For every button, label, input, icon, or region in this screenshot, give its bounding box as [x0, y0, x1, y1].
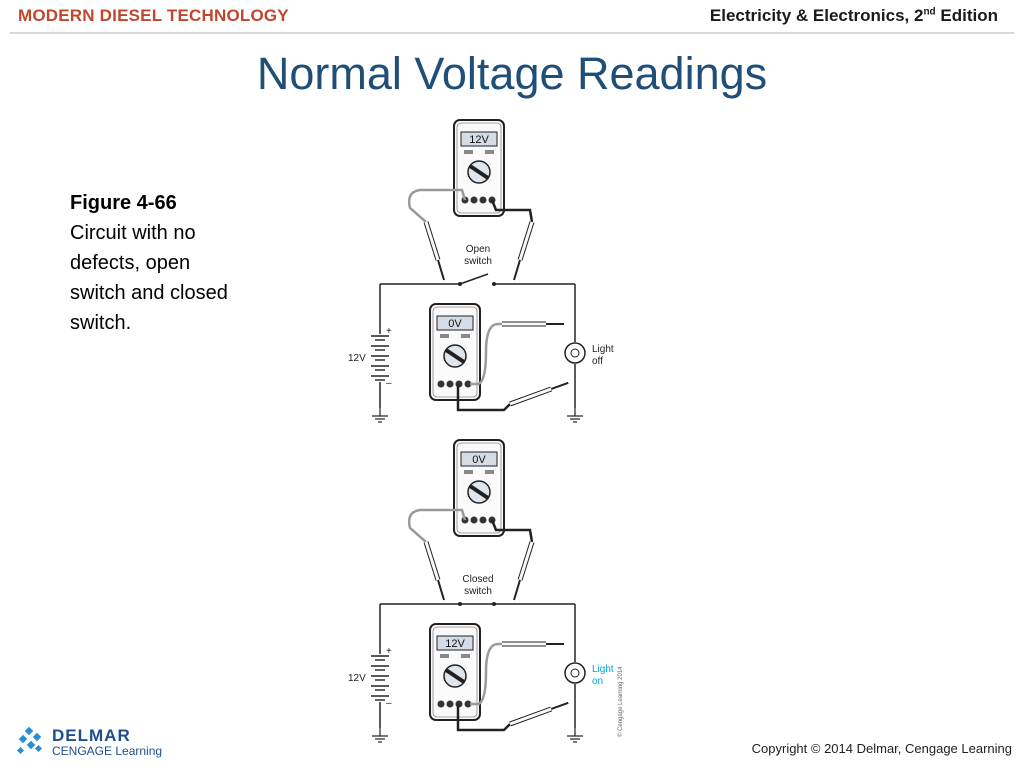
header-book-title: Electricity & Electronics, 2nd Edition: [710, 6, 998, 26]
upper-meter-bottom-reading: 0V: [472, 454, 486, 466]
switch-label-top-1: Open: [466, 244, 490, 255]
light-label-top-1: Light: [592, 344, 614, 355]
book-title-suffix: Edition: [935, 6, 998, 25]
book-title-main: Electricity & Electronics, 2: [709, 6, 924, 25]
header-publisher-title: MODERN DIESEL TECHNOLOGY: [18, 6, 289, 25]
figure-description: Circuit with no defects, open switch and…: [70, 222, 228, 334]
header-divider: [10, 32, 1014, 34]
switch-label-bottom-2: switch: [464, 586, 492, 597]
lower-meter-bottom: 12V: [428, 622, 482, 722]
logo-squares-icon: [16, 726, 43, 755]
upper-meter-bottom: 0V: [452, 438, 506, 538]
slide-title: Normal Voltage Readings: [256, 48, 768, 99]
logo-subtitle: CENGAGE Learning: [52, 744, 163, 758]
battery-label-top: 12V: [348, 353, 366, 364]
upper-meter-top: 12V: [452, 118, 506, 218]
book-title-sup: nd: [923, 6, 936, 18]
logo-word: DELMAR: [52, 726, 131, 745]
circuit-diagram: 12V Open switch + – 12V Light off: [348, 118, 624, 743]
battery-top: [370, 335, 390, 381]
lower-meter-top-reading: 0V: [448, 318, 462, 330]
figure-number: Figure 4-66: [70, 192, 177, 214]
svg-text:+: +: [386, 646, 392, 657]
lower-meter-top: 0V: [428, 302, 482, 402]
switch-label-top-2: switch: [464, 256, 492, 267]
image-credit: © Cengage Learning 2014: [617, 666, 624, 737]
svg-text:–: –: [386, 698, 392, 709]
svg-text:+: +: [386, 326, 392, 337]
svg-text:–: –: [386, 378, 392, 389]
lamp-bottom: [564, 662, 586, 684]
battery-bottom: [370, 655, 390, 701]
diagram-closed-switch: 0V Closed switch + – 12V Light on 12V: [348, 438, 624, 743]
delmar-logo: DELMAR CENGAGE Learning: [16, 724, 186, 764]
figure-caption: Figure 4-66 Circuit with no defects, ope…: [70, 188, 230, 338]
light-label-top-2: off: [592, 356, 603, 367]
light-label-bottom-1: Light: [592, 664, 614, 675]
battery-label-bottom: 12V: [348, 673, 366, 684]
lower-meter-bottom-reading: 12V: [445, 638, 465, 650]
diagram-open-switch: 12V Open switch + – 12V Light off: [348, 118, 614, 423]
switch-label-bottom-1: Closed: [462, 574, 493, 585]
lamp-top: [564, 342, 586, 364]
open-switch-blade: [459, 273, 489, 285]
copyright-text: Copyright © 2014 Delmar, Cengage Learnin…: [751, 741, 1012, 756]
light-label-bottom-2: on: [592, 676, 603, 687]
upper-meter-top-reading: 12V: [469, 134, 489, 146]
